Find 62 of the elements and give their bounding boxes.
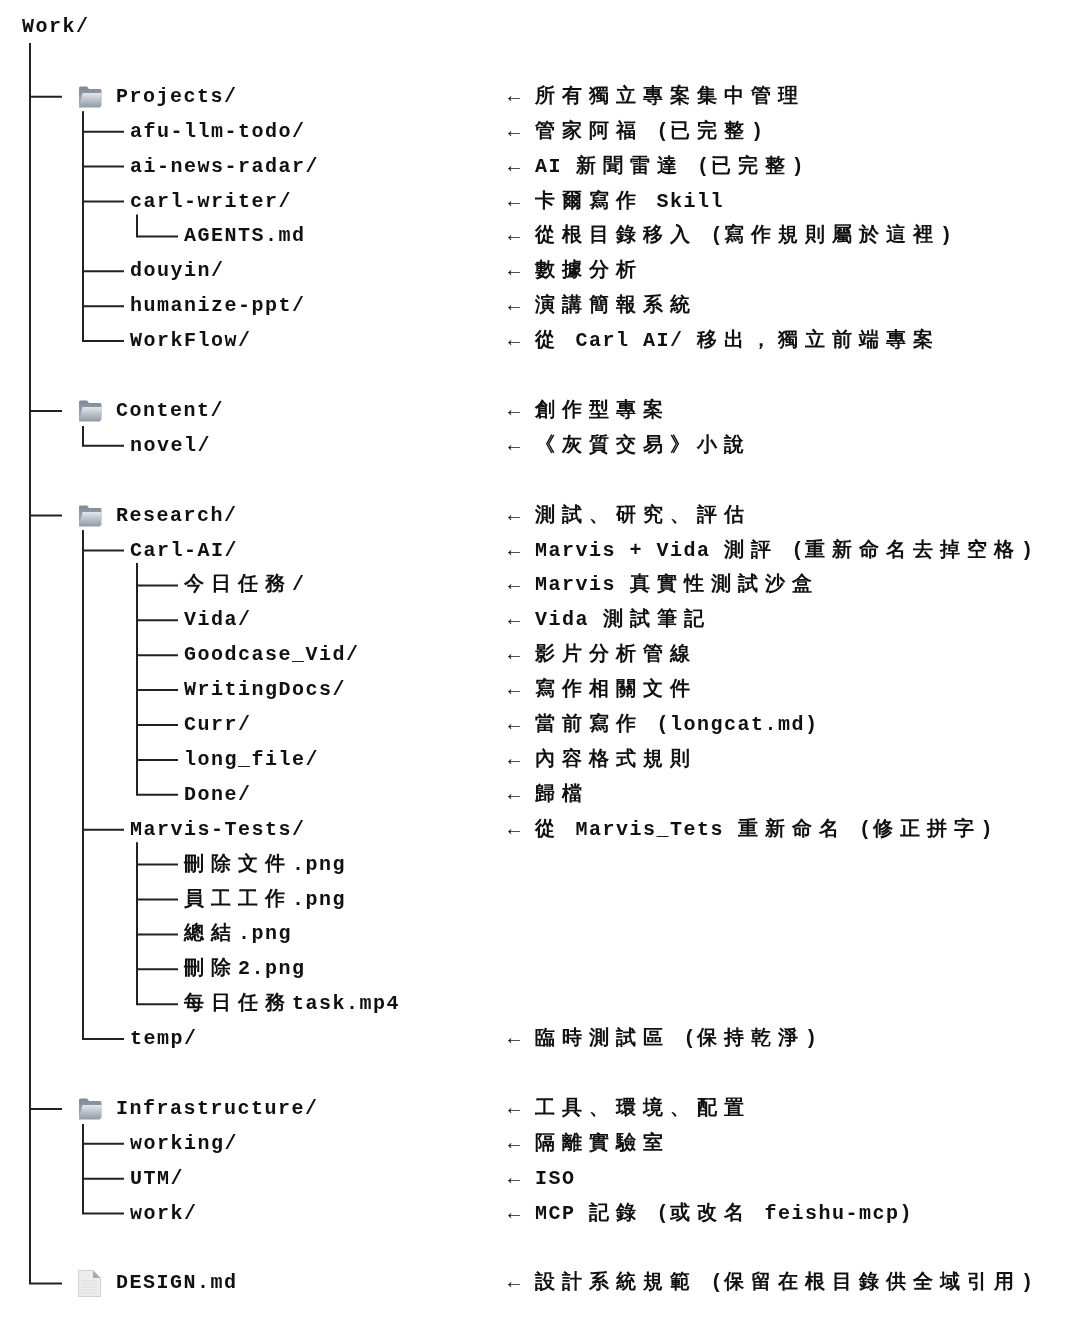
- annotation-text: ← 所有獨立專案集中管理: [508, 84, 805, 109]
- annotation-text: ← 當前寫作 (longcat.md): [508, 713, 819, 737]
- annotation-text: ← ISO: [508, 1166, 576, 1191]
- folder-name: UTM/: [130, 1166, 184, 1191]
- folder-name: Projects/: [116, 84, 238, 109]
- folder-name: carl-writer/: [130, 189, 293, 214]
- folder-name: temp/: [130, 1027, 198, 1052]
- file-name: DESIGN.md: [116, 1271, 238, 1296]
- annotation-text: ← Marvis + Vida 測評 (重新命名去掉空格): [508, 538, 1035, 563]
- tree-connector: [136, 841, 179, 1006]
- tree-connector: [82, 1122, 125, 1215]
- folder-name: Work/: [22, 15, 90, 39]
- annotation-text: ← 工具、環境、配置: [508, 1096, 751, 1121]
- tree-connector: [82, 110, 125, 343]
- folder-name: douyin/: [130, 259, 225, 284]
- folder-name: Done/: [184, 782, 252, 807]
- annotation-text: ← 數據分析: [508, 259, 643, 284]
- file-name: 總結.png: [184, 922, 292, 947]
- annotation-text: ← 從 Carl AI/ 移出，獨立前端專案: [508, 329, 941, 354]
- folder-name: ai-news-radar/: [130, 154, 320, 179]
- tree-connector: [82, 424, 125, 447]
- annotation-text: ← 內容格式規則: [508, 747, 697, 772]
- annotation-text: ← AI 新聞雷達 (已完整): [508, 154, 806, 179]
- folder-name: long_file/: [184, 747, 320, 772]
- folder-name: WorkFlow/: [130, 329, 252, 354]
- tree-connector: [82, 529, 125, 1041]
- folder-name: Carl-AI/: [130, 538, 238, 563]
- folder-name: Research/: [116, 503, 238, 528]
- folder-name: afu-llm-todo/: [130, 119, 306, 144]
- folder-name: WritingDocs/: [184, 678, 347, 703]
- annotation-text: ← 從 Marvis_Tets 重新命名 (修正拼字): [508, 817, 995, 842]
- file-name: 員工工作.png: [184, 887, 346, 912]
- tree-connector: [136, 213, 179, 238]
- annotation-text: ← 從根目錄移入 (寫作規則屬於這裡): [508, 224, 954, 249]
- file-name: 刪除文件.png: [184, 852, 346, 877]
- annotation-text: ← 影片分析管線: [508, 643, 697, 668]
- folder-name: Infrastructure/: [116, 1096, 319, 1121]
- annotation-text: ← 設計系統規範 (保留在根目錄供全域引用): [508, 1271, 1035, 1296]
- folder-name: Curr/: [184, 713, 252, 737]
- annotation-text: ← 演講簡報系統: [508, 294, 697, 319]
- folder-name: Goodcase_Vid/: [184, 643, 360, 668]
- folder-name: working/: [130, 1131, 238, 1156]
- annotation-text: ← 創作型專案: [508, 398, 670, 423]
- annotation-text: ← 寫作相關文件: [508, 678, 697, 703]
- annotation-text: ← 《灰質交易》小說: [508, 433, 751, 458]
- folder-name: novel/: [130, 433, 211, 458]
- folder-name: work/: [130, 1201, 198, 1226]
- folder-name: humanize-ppt/: [130, 294, 306, 319]
- annotation-text: ← 歸檔: [508, 782, 589, 807]
- folder-name: Marvis-Tests/: [130, 817, 306, 842]
- annotation-text: ← Marvis 真實性測試沙盒: [508, 573, 819, 598]
- folder-name: Vida/: [184, 608, 252, 633]
- annotation-text: ← 測試、研究、評估: [508, 503, 751, 528]
- file-name: AGENTS.md: [184, 224, 306, 249]
- annotation-text: ← 隔離實驗室: [508, 1131, 670, 1156]
- annotation-text: ← Vida 測試筆記: [508, 608, 711, 633]
- annotation-text: ← 臨時測試區 (保持乾淨): [508, 1027, 819, 1052]
- annotation-text: ← MCP 記錄 (或改名 feishu-mcp): [508, 1201, 914, 1226]
- folder-name: 今日任務/: [184, 573, 306, 598]
- annotation-text: ← 管家阿福 (已完整): [508, 119, 765, 144]
- folder-name: Content/: [116, 398, 224, 423]
- annotation-text: ← 卡爾寫作 Skill: [508, 189, 725, 214]
